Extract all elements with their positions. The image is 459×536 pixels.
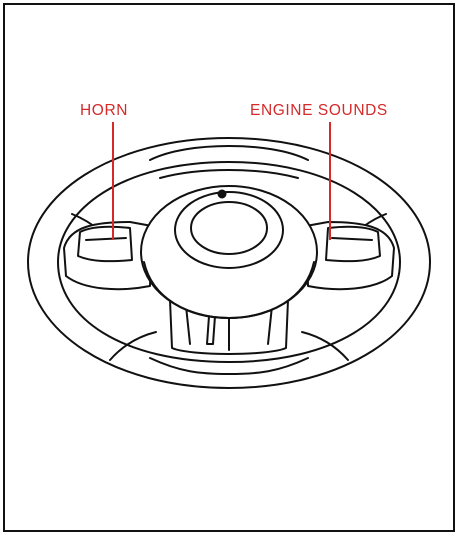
rim-seam-bottom-right — [301, 331, 349, 361]
lower-spoke-groove-3 — [267, 305, 273, 345]
engine-sounds-label: ENGINE SOUNDS — [250, 102, 388, 119]
horn-button-inner — [85, 237, 127, 241]
rim-grip-top-2 — [159, 169, 299, 179]
diagram-frame — [3, 3, 455, 532]
horn-button — [77, 225, 133, 263]
lower-spoke-groove-1 — [185, 305, 191, 345]
rim-seam-bottom-left — [109, 331, 157, 361]
hub-cap — [174, 191, 284, 269]
horn-label: HORN — [80, 102, 129, 119]
hub-top-dot — [217, 189, 227, 199]
hub-lower — [143, 261, 315, 319]
engine-sounds-button — [325, 225, 381, 263]
rim-grip-bottom — [149, 357, 309, 375]
hub-cap-inner — [190, 201, 268, 255]
rim-grip-top — [149, 145, 309, 161]
engine-sounds-button-inner — [331, 237, 373, 241]
